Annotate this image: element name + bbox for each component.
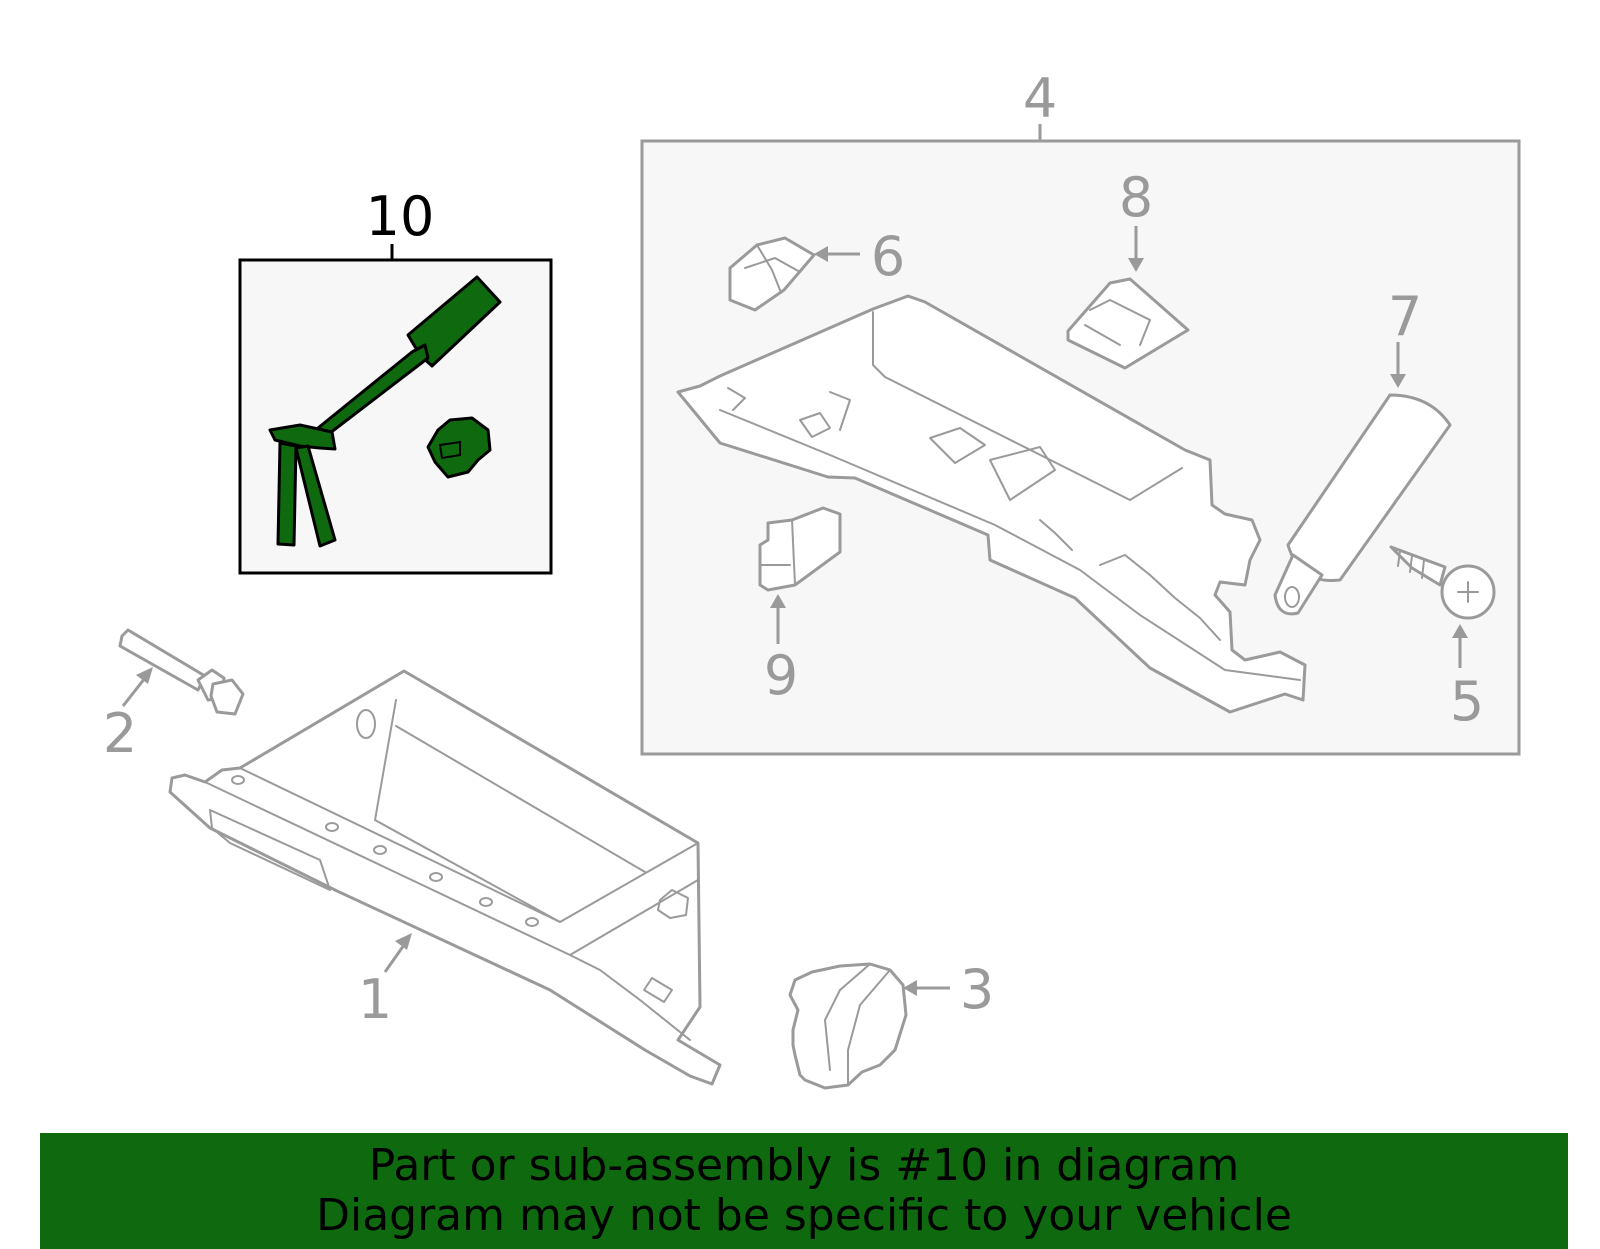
glove-box-door	[676, 294, 1307, 714]
banner-line-1: Part or sub-assembly is #10 in diagram	[368, 1140, 1240, 1191]
info-banner: Part or sub-assembly is #10 in diagram D…	[40, 1133, 1568, 1249]
part-2-group[interactable]: 2	[103, 628, 245, 765]
part-9-bracket	[758, 506, 842, 592]
callout-3[interactable]: 3	[960, 958, 994, 1021]
callout-7[interactable]: 7	[1388, 285, 1422, 348]
part-3-retainer	[788, 962, 908, 1090]
callout-5[interactable]: 5	[1450, 670, 1484, 733]
callout-4[interactable]: 4	[1023, 67, 1057, 130]
callout-8[interactable]: 8	[1119, 166, 1153, 229]
part-6-latch	[728, 236, 816, 312]
part-2-bolt	[118, 628, 245, 716]
banner-line-2: Diagram may not be specific to your vehi…	[316, 1190, 1292, 1241]
part-3-group[interactable]: 3	[788, 958, 994, 1090]
callout-10[interactable]: 10	[366, 185, 435, 248]
part-10-group[interactable]: 10	[238, 185, 553, 575]
part-7-damper	[1273, 393, 1452, 616]
callout-9[interactable]: 9	[764, 644, 798, 707]
part-5-screw	[1389, 545, 1496, 620]
callout-2[interactable]: 2	[103, 702, 137, 765]
callout-1[interactable]: 1	[358, 968, 392, 1031]
assembly-4-group[interactable]: 4 6 8	[640, 67, 1521, 756]
callout-6[interactable]: 6	[871, 225, 905, 288]
part-1-glove-box-bin	[168, 669, 722, 1086]
part-1-group[interactable]: 1	[168, 669, 722, 1086]
part-8-lamp	[1066, 277, 1190, 370]
part-10-wire-harness	[268, 275, 502, 548]
part-10-clip	[426, 416, 492, 479]
